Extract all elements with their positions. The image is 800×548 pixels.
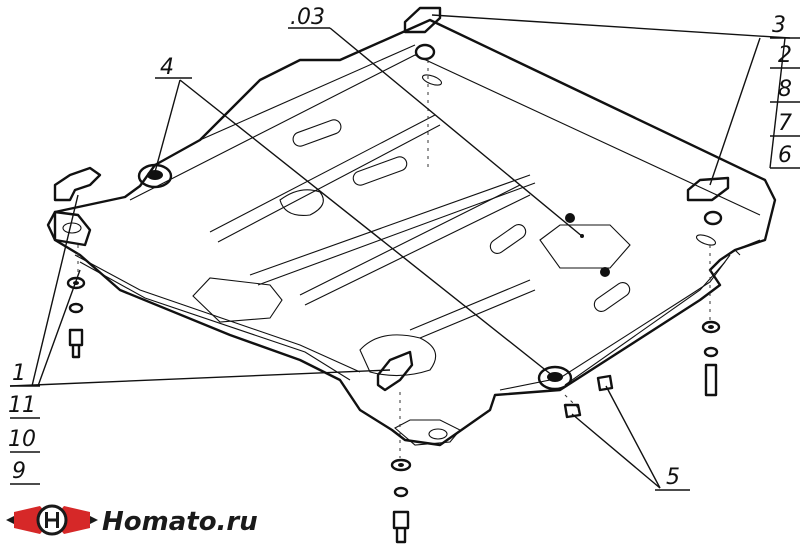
callout-8: 8 <box>778 77 792 102</box>
hardware-bottom <box>390 458 412 544</box>
hardware-left <box>66 276 86 359</box>
service-openings <box>192 189 631 377</box>
callout-3: 3 <box>772 13 786 38</box>
callout-2: 2 <box>778 43 792 68</box>
callout-10: 10 <box>8 427 36 452</box>
callout-03: .03 <box>290 5 325 30</box>
oval-cutouts <box>292 74 717 313</box>
brackets <box>53 6 730 392</box>
callout-7: 7 <box>778 111 792 136</box>
callout-11: 11 <box>8 393 36 418</box>
plate-fasteners <box>137 43 723 391</box>
homato-logo: Homato.ru <box>6 504 258 537</box>
callout-5: 5 <box>666 465 680 490</box>
callout-1: 1 <box>12 361 26 386</box>
leader-lines <box>9 14 800 491</box>
callout-labels: .03 4 3 2 8 7 6 1 11 10 9 5 <box>8 5 792 490</box>
hardware-nuts <box>563 374 614 419</box>
callout-4: 4 <box>160 55 174 80</box>
logo-emblem-icon <box>6 504 98 536</box>
assembly-axes <box>77 60 711 458</box>
callout-6: 6 <box>778 143 792 168</box>
callout-9: 9 <box>12 459 26 484</box>
skid-plate <box>46 18 777 447</box>
stiffening-ribs <box>209 114 536 339</box>
logo-text: Homato.ru <box>102 507 258 537</box>
hardware-right <box>701 320 721 397</box>
